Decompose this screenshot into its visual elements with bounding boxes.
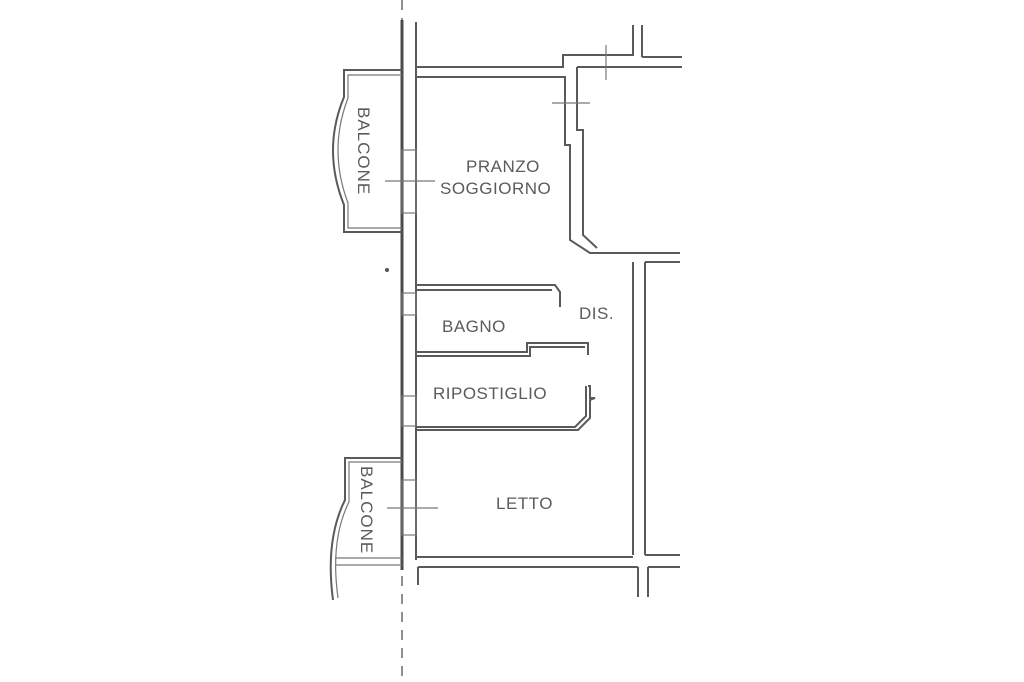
balcony-label-top: BALCONE	[354, 107, 373, 196]
bagno-bottom-wall	[416, 342, 589, 355]
dot-marker	[385, 268, 389, 272]
balcone-bottom-inner	[335, 461, 402, 599]
balcone-top-outline	[332, 69, 402, 233]
room-label-ripostiglio: RIPOSTIGLIO	[433, 384, 548, 403]
bagno-top-wall	[416, 284, 561, 307]
balcony-label-bottom: BALCONE	[357, 466, 376, 555]
stair-wall	[576, 67, 598, 249]
bagno-bottom-wall-inner	[416, 346, 585, 357]
balcone-bottom-outline	[329, 457, 402, 601]
balcone-top-inner	[337, 74, 402, 229]
room-label-soggiorno: SOGGIORNO	[440, 179, 552, 198]
window-ripostiglio	[401, 395, 417, 427]
ripostiglio-east-wall-inner	[416, 386, 587, 428]
room-label-pranzo: PRANZO	[466, 157, 540, 176]
ripostiglio-east-wall	[416, 385, 596, 431]
top-wall-inner	[416, 76, 680, 254]
top-wall-outer	[416, 25, 634, 68]
room-label-bagno: BAGNO	[442, 317, 506, 336]
room-label-dis: DIS.	[579, 304, 615, 323]
room-label-letto: LETTO	[496, 494, 553, 513]
window-bagno	[401, 292, 417, 316]
